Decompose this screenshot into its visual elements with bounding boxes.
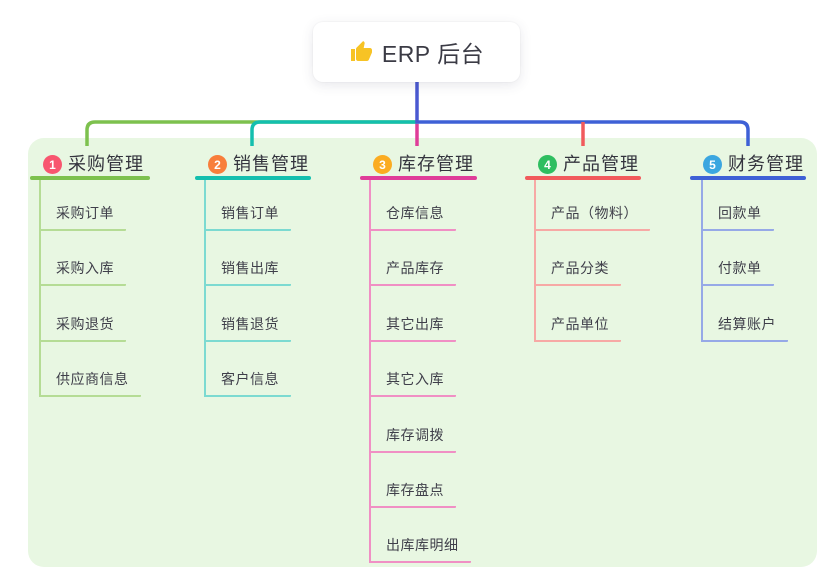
branch-node-2[interactable]: 销售管理 bbox=[233, 154, 309, 174]
branch-node-3[interactable]: 库存管理 bbox=[398, 154, 474, 174]
child-node[interactable]: 库存调拨 bbox=[369, 425, 456, 453]
branch-underline bbox=[195, 176, 311, 180]
branch-node-5[interactable]: 财务管理 bbox=[728, 154, 804, 174]
child-node[interactable]: 其它出库 bbox=[369, 314, 456, 342]
child-connector-line bbox=[204, 180, 206, 397]
child-node[interactable]: 销售退货 bbox=[204, 314, 291, 342]
child-node[interactable]: 采购入库 bbox=[39, 258, 126, 286]
child-node[interactable]: 采购退货 bbox=[39, 314, 126, 342]
root-node-title: ERP 后台 bbox=[381, 41, 485, 67]
child-node[interactable]: 销售出库 bbox=[204, 258, 291, 286]
child-node[interactable]: 销售订单 bbox=[204, 203, 291, 231]
child-node[interactable]: 产品分类 bbox=[534, 258, 621, 286]
child-node[interactable]: 采购订单 bbox=[39, 203, 126, 231]
child-connector-line bbox=[534, 180, 536, 342]
child-node[interactable]: 结算账户 bbox=[701, 314, 788, 342]
branch-badge-3: 3 bbox=[373, 155, 392, 174]
child-node[interactable]: 回款单 bbox=[701, 203, 774, 231]
child-node[interactable]: 供应商信息 bbox=[39, 369, 141, 397]
branch-badge-1: 1 bbox=[43, 155, 62, 174]
branch-underline bbox=[30, 176, 150, 180]
branch-underline bbox=[690, 176, 806, 180]
child-node[interactable]: 其它入库 bbox=[369, 369, 456, 397]
branch-underline bbox=[525, 176, 641, 180]
branch-badge-5: 5 bbox=[703, 155, 722, 174]
child-node[interactable]: 客户信息 bbox=[204, 369, 291, 397]
child-node[interactable]: 产品库存 bbox=[369, 258, 456, 286]
child-node[interactable]: 出库库明细 bbox=[369, 535, 471, 563]
thumbs-up-icon bbox=[350, 41, 372, 61]
child-node[interactable]: 产品（物料） bbox=[534, 203, 650, 231]
branches-background-panel bbox=[28, 138, 817, 567]
child-node[interactable]: 库存盘点 bbox=[369, 480, 456, 508]
child-connector-line bbox=[701, 180, 703, 342]
child-connector-line bbox=[369, 180, 371, 563]
child-connector-line bbox=[39, 180, 41, 397]
branch-node-4[interactable]: 产品管理 bbox=[563, 154, 639, 174]
branch-underline bbox=[360, 176, 477, 180]
branch-badge-2: 2 bbox=[208, 155, 227, 174]
root-node-erp[interactable]: ERP 后台 bbox=[313, 22, 520, 82]
child-node[interactable]: 产品单位 bbox=[534, 314, 621, 342]
child-node[interactable]: 付款单 bbox=[701, 258, 774, 286]
branch-node-1[interactable]: 采购管理 bbox=[68, 154, 144, 174]
branch-badge-4: 4 bbox=[538, 155, 557, 174]
child-node[interactable]: 仓库信息 bbox=[369, 203, 456, 231]
